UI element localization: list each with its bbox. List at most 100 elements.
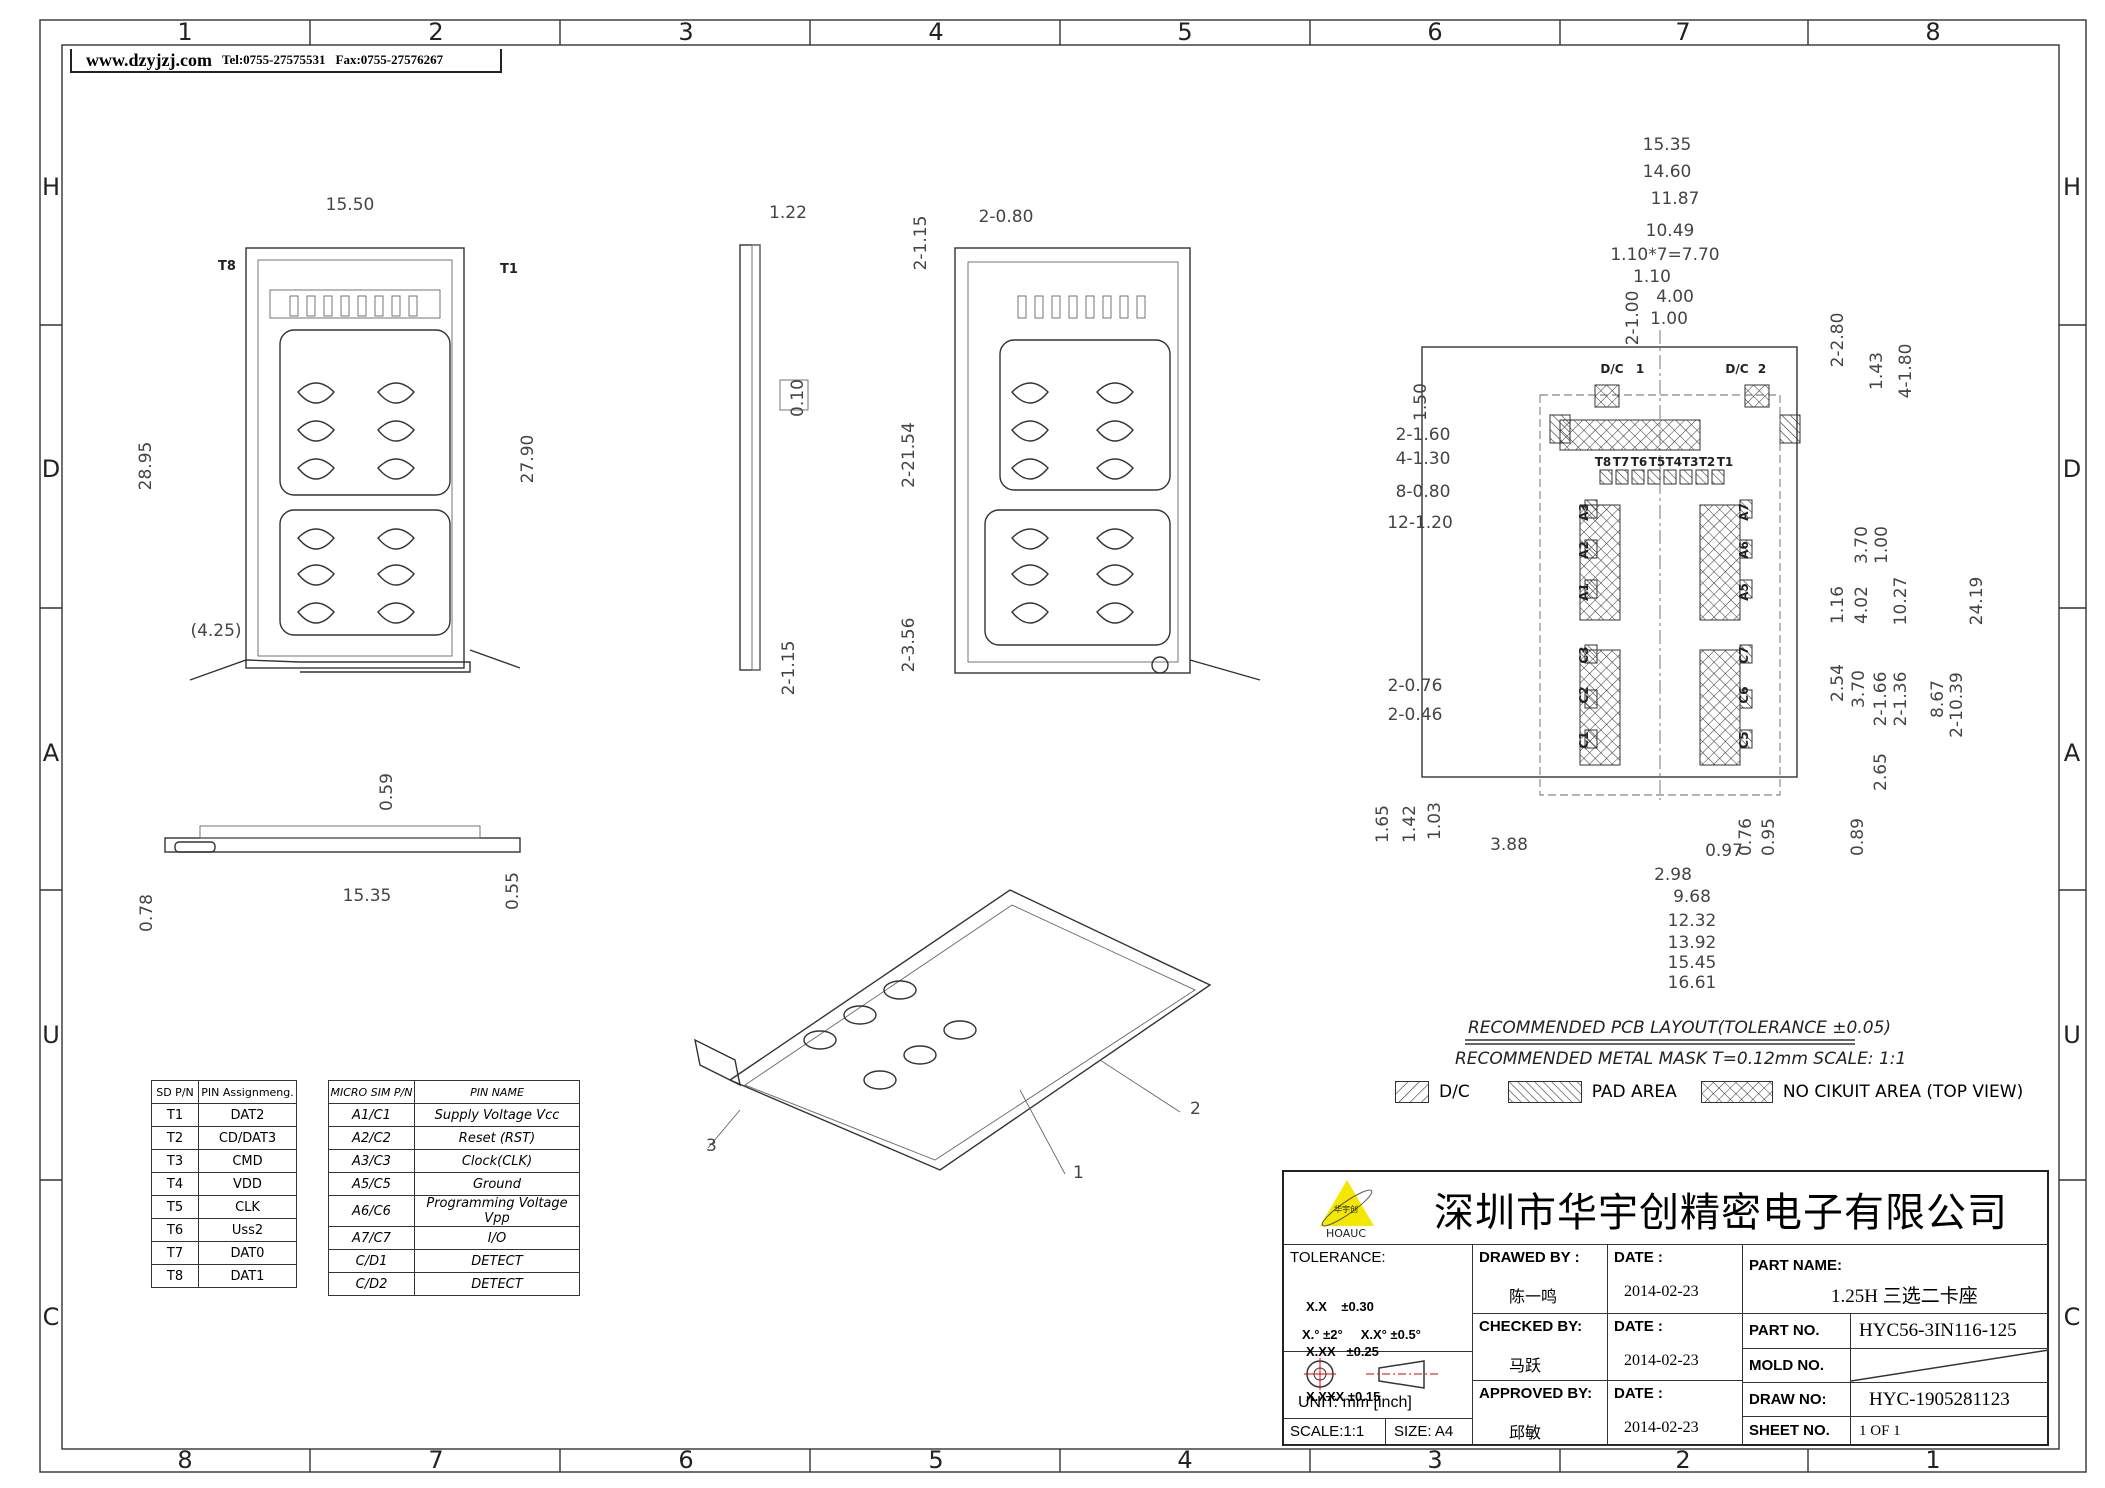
sim-pn: A3/C3: [328, 1149, 415, 1173]
fax-text: Fax:0755-27576267: [335, 52, 444, 67]
sd-pad: [1663, 469, 1677, 485]
sim-pad: [1739, 644, 1753, 664]
sim-contact: [297, 382, 335, 404]
dimension-label: 3.70: [1852, 526, 1872, 564]
sim-pn: A2/C2: [328, 1126, 415, 1150]
sim-header-pn: MICRO SIM P/N: [328, 1080, 415, 1104]
grid-column-label: 4: [1177, 1446, 1192, 1474]
dimension-label: 0.10: [788, 379, 808, 417]
sim-pn: A5/C5: [328, 1172, 415, 1196]
date-cell-3: DATE :2014-02-23: [1608, 1381, 1743, 1446]
part-balloons: 123: [706, 1099, 1201, 1183]
sim-contact: [377, 382, 415, 404]
sheet-no-value: 1 OF 1: [1859, 1423, 1901, 1439]
pcb-pin-label: C1: [1577, 731, 1591, 748]
dimension-label: 2-0.46: [1388, 705, 1443, 725]
date-cell-2: DATE :2014-02-23: [1608, 1314, 1743, 1381]
pcb-pin-label: A3: [1577, 503, 1591, 521]
side-view-drawing: [739, 244, 809, 671]
grid-row-label: D: [42, 455, 60, 483]
top-view-drawing: [189, 247, 521, 681]
grid-row-label: C: [43, 1303, 60, 1331]
dimension-label: 12-1.20: [1387, 513, 1453, 533]
legend-no-circuit-area: NO CIKUIT AREA (TOP VIEW): [1782, 1082, 2024, 1102]
front-profile-drawing: [164, 825, 521, 853]
sheet-no-label-cell: SHEET NO.: [1743, 1417, 1851, 1446]
sd-name: VDD: [198, 1172, 297, 1196]
legend-dc: D/C: [1439, 1082, 1470, 1102]
iso-contact: [863, 1070, 897, 1090]
dimension-label: 4.00: [1656, 287, 1694, 307]
mold-no-label: MOLD NO.: [1749, 1357, 1824, 1374]
website-link[interactable]: www.dzyjzj.com: [86, 49, 212, 70]
dimension-label: 24.19: [1967, 577, 1987, 626]
sd-contact: [1119, 295, 1129, 319]
grid-column-label: 4: [928, 18, 943, 46]
dimension-label: 15.45: [1668, 953, 1717, 973]
date-label: DATE :: [1614, 1249, 1663, 1266]
sim-contact: [377, 458, 415, 480]
pcb-layout-note: RECOMMENDED PCB LAYOUT(TOLERANCE ±0.05): [1468, 1018, 1892, 1038]
part-name-label: PART NAME:: [1749, 1257, 1843, 1274]
dimension-label: 2-1.15: [911, 216, 931, 271]
sheet-no-cell: 1 OF 1: [1851, 1417, 2049, 1446]
dimension-label: 14.60: [1643, 162, 1692, 182]
sim-pn: A1/C1: [328, 1103, 415, 1127]
part-no-cell: HYC56-3IN116-125: [1851, 1314, 2049, 1349]
dimension-label: 10.49: [1646, 221, 1695, 241]
sim-pn: A7/C7: [328, 1226, 415, 1250]
sim-pad: [1739, 579, 1753, 599]
dimension-label: 4-1.30: [1396, 449, 1451, 469]
isometric-view-drawing: [694, 889, 1212, 1175]
pcb-pin-label: C2: [1577, 686, 1591, 703]
sd-pn: T8: [151, 1264, 199, 1288]
sim-contact: [377, 528, 415, 550]
pcb-pin-label: C6: [1737, 686, 1751, 703]
sd-pad: [1711, 469, 1725, 485]
tol-1: X.X ±0.30: [1306, 1299, 1374, 1314]
dimension-label: 1.00: [1650, 309, 1688, 329]
dimension-label: 0.78: [137, 894, 157, 932]
iso-contact: [943, 1020, 977, 1040]
date-label: DATE :: [1614, 1318, 1663, 1335]
grid-ticks: [40, 20, 2086, 1472]
outer-border: [39, 19, 2087, 1473]
part-no-label: PART NO.: [1749, 1322, 1820, 1339]
sd-contact: [1034, 295, 1044, 319]
sim-pad: [1739, 539, 1753, 559]
dimension-label: 4-1.80: [1896, 344, 1916, 399]
sim-name: Clock(CLK): [414, 1149, 580, 1173]
drawed-by-label: DRAWED BY :: [1479, 1249, 1580, 1266]
grid-column-label: 7: [1675, 18, 1690, 46]
sim-contact: [1011, 458, 1049, 480]
sim-contact: [377, 564, 415, 586]
dimension-label: 16.61: [1668, 973, 1717, 993]
dimension-label: 1.10: [1633, 267, 1671, 287]
pcb-pin-label: A6: [1737, 541, 1751, 559]
sd-pn: T3: [151, 1149, 199, 1173]
dimension-label: 0.55: [503, 872, 523, 910]
sd-contact: [408, 295, 418, 317]
tol-3: X.XXX ±0.15: [1306, 1389, 1381, 1404]
approved-by-cell: APPROVED BY:邱敏: [1473, 1381, 1608, 1446]
sd-header-assignment: PIN Assignmeng.: [198, 1080, 297, 1104]
sim-name: I/O: [414, 1226, 580, 1250]
mold-no-cell: [1851, 1349, 2049, 1383]
pcb-pin-label: C5: [1737, 731, 1751, 748]
pcb-layout-drawing: [1421, 330, 1801, 800]
iso-contact: [903, 1045, 937, 1065]
contact-header: www.dzyjzj.com Tel:0755-27575531 Fax:075…: [70, 49, 502, 73]
tel-text: Tel:0755-27575531: [221, 52, 326, 67]
sd-pad: [1647, 469, 1661, 485]
grid-column-label: 6: [1427, 18, 1442, 46]
dimension-label: 2-21.54: [899, 422, 919, 488]
sd-name: CMD: [198, 1149, 297, 1173]
svg-text:华宇创: 华宇创: [1334, 1204, 1358, 1214]
dimension-label: 2-1.36: [1891, 672, 1911, 727]
sim-name: Programming Voltage Vpp: [414, 1195, 580, 1227]
